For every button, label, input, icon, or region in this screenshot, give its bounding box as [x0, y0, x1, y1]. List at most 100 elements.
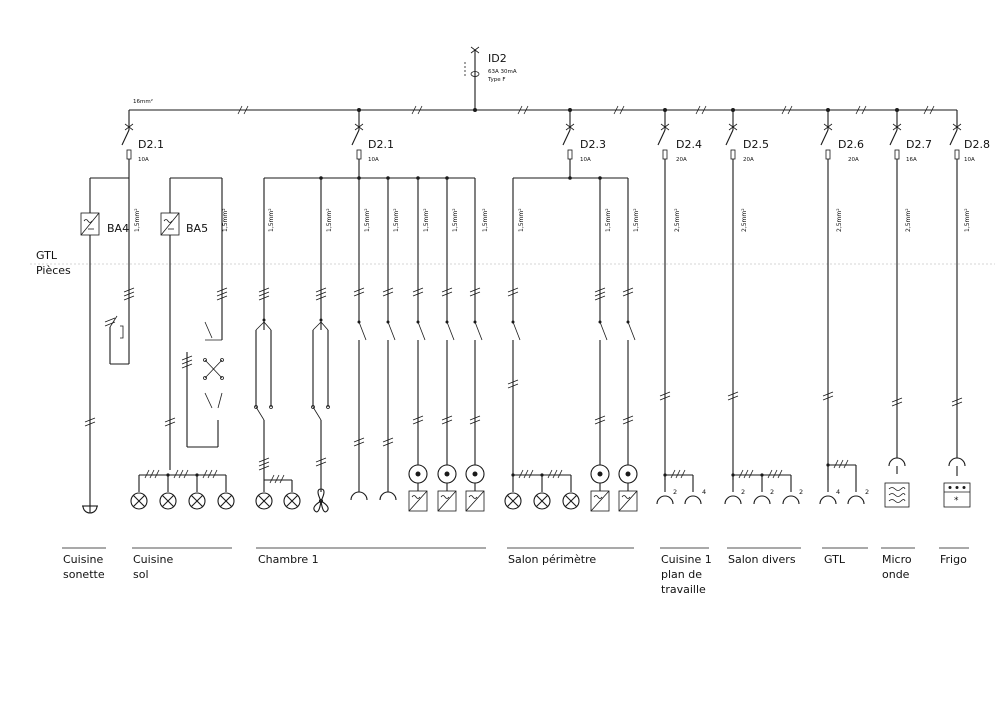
breaker-rating: 20A: [676, 157, 687, 163]
breaker-d2-4: D2.4 20A: [657, 110, 702, 480]
zone-label-gtl: GTL: [36, 249, 58, 262]
outlet-icons: [656, 495, 865, 505]
lamp-icon: [159, 492, 177, 510]
outlet-count: 4: [836, 488, 840, 496]
conductor-marks: [84, 287, 963, 471]
section-label: 1,5mm²: [393, 208, 400, 232]
section-labels: 1,5mm² 1,5mm² 1,5mm² 1,5mm² 1,5mm² 1,5mm…: [134, 208, 971, 232]
socket-icons: [350, 491, 397, 501]
dimmer-icon: [590, 464, 610, 512]
bar-ticks: [144, 459, 849, 484]
breaker-d2-5: D2.5 20A: [725, 110, 769, 480]
lamp-icon: [562, 492, 580, 510]
group-labels: Cuisine sonette Cuisine sol Chambre 1 Sa…: [63, 553, 967, 596]
load-distribution-bars: [138, 464, 857, 492]
group-label: onde: [882, 568, 910, 581]
section-label: 1,5mm²: [268, 208, 275, 232]
breaker-name: D2.8: [964, 138, 990, 151]
ba5-label: BA5: [186, 222, 208, 235]
main-breaker-name: ID2: [488, 52, 507, 65]
dimmer-icon: [437, 464, 457, 512]
outlet-count-labels: 2 4 2 2 2 4 2: [673, 488, 869, 496]
dimmer-icon: [408, 464, 428, 512]
group-label: GTL: [824, 553, 846, 566]
group-label: Cuisine 1: [661, 553, 712, 566]
main-breaker-type: Type F: [487, 77, 506, 83]
outlet-count: 2: [770, 488, 774, 496]
group-label: travaille: [661, 583, 706, 596]
section-label: 1,5mm²: [964, 208, 971, 232]
breaker-d2-1b: D2.1 10A: [351, 110, 394, 178]
group-label: plan de: [661, 568, 702, 581]
outlet-count: 2: [799, 488, 803, 496]
switched-branches: [358, 178, 636, 492]
section-label: 1,5mm²: [482, 208, 489, 232]
busbar-section-label: 16mm²: [133, 98, 153, 105]
microwave-icon: [884, 457, 910, 508]
sub-busbars: [89, 177, 628, 310]
breaker-name: D2.7: [906, 138, 932, 151]
lamp-icon: [255, 492, 273, 510]
group-label: Cuisine: [133, 553, 173, 566]
group-label: Micro: [882, 553, 912, 566]
section-label: 2,5mm²: [674, 208, 681, 232]
group-label: Cuisine: [63, 553, 103, 566]
lamp-icons: [130, 492, 580, 510]
lamp-icon: [533, 492, 551, 510]
zone-label-pieces: Pièces: [36, 264, 71, 277]
breaker-d2-6: D2.6 20A: [820, 110, 864, 480]
outlet-count: 2: [673, 488, 677, 496]
chambre-switch-group: [254, 178, 330, 492]
group-label: Salon périmètre: [508, 553, 596, 566]
ba4-transformer: BA4: [80, 212, 130, 500]
breaker-name: D2.1: [368, 138, 394, 151]
svg-text:*: *: [954, 496, 959, 506]
section-label: 1,5mm²: [134, 208, 141, 232]
section-label: 1,5mm²: [605, 208, 612, 232]
section-label: 1,5mm²: [452, 208, 459, 232]
lamp-icon: [283, 492, 301, 510]
breaker-name: D2.5: [743, 138, 769, 151]
section-label: 1,5mm²: [518, 208, 525, 232]
section-label: 2,5mm²: [905, 208, 912, 232]
main-breaker-id2: ID2 63A 30mA Type F: [464, 46, 517, 110]
outlet-count: 4: [702, 488, 706, 496]
ba4-label: BA4: [107, 222, 129, 235]
fan-icon: [313, 488, 329, 513]
section-label: 1,5mm²: [326, 208, 333, 232]
section-label: 1,5mm²: [222, 208, 229, 232]
dimmer-loads: [408, 464, 638, 512]
lamp-icon: [217, 492, 235, 510]
fridge-icon: *: [943, 457, 971, 508]
section-label: 1,5mm²: [633, 208, 640, 232]
section-label: 2,5mm²: [741, 208, 748, 232]
lamp-icon: [188, 492, 206, 510]
breaker-rating: 20A: [743, 157, 754, 163]
outlet-count: 2: [741, 488, 745, 496]
breaker-rating: 10A: [964, 157, 975, 163]
section-label: 2,5mm²: [836, 208, 843, 232]
breaker-d2-1a: D2.1 10A: [121, 110, 164, 178]
breaker-rating: 10A: [138, 157, 149, 163]
group-label: sonette: [63, 568, 105, 581]
breaker-name: D2.1: [138, 138, 164, 151]
section-label: 1,5mm²: [423, 208, 430, 232]
breaker-name: D2.4: [676, 138, 702, 151]
group-label: sol: [133, 568, 149, 581]
breaker-rating: 20A: [848, 157, 859, 163]
ba5-transformer: BA5: [160, 178, 224, 470]
group-label: Frigo: [940, 553, 967, 566]
lamp-icon: [504, 492, 522, 510]
lamp-icon: [130, 492, 148, 510]
breaker-d2-3: D2.3 10A: [562, 110, 606, 178]
dimmer-icon: [465, 464, 485, 512]
breaker-rating: 10A: [368, 157, 379, 163]
busbar-conductor-marks: [237, 105, 935, 115]
group-label: Salon divers: [728, 553, 796, 566]
dimmer-icon: [618, 464, 638, 512]
outlet-count: 2: [865, 488, 869, 496]
group-label: Chambre 1: [258, 553, 319, 566]
section-label: 1,5mm²: [364, 208, 371, 232]
